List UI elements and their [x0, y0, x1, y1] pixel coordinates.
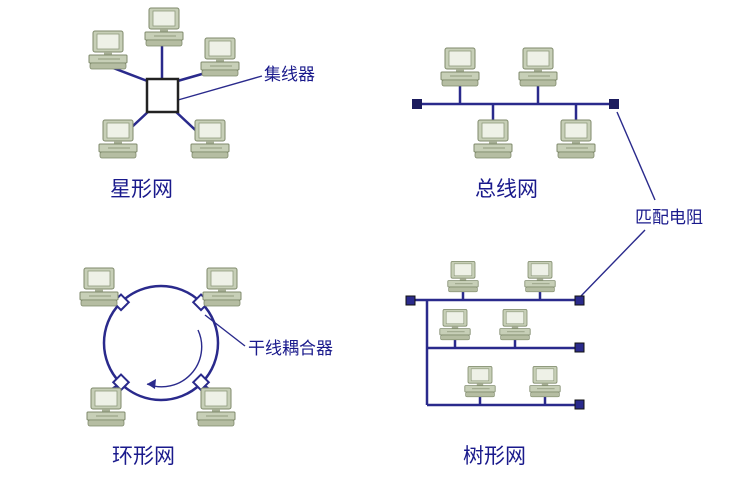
computer-icon: [499, 308, 531, 341]
terminator-label: 匹配电阻: [635, 208, 703, 228]
ring-network-title: 环形网: [112, 444, 175, 468]
computer-icon: [529, 365, 561, 398]
computer-icon: [518, 47, 558, 87]
terminator-icon: [574, 342, 585, 353]
coupler-label: 干线耦合器: [248, 339, 333, 359]
computer-icon: [86, 387, 126, 427]
computer-icon: [447, 260, 479, 293]
computer-icon: [200, 37, 240, 77]
computer-icon: [88, 30, 128, 70]
computer-icon: [556, 119, 596, 159]
hub-pointer: [177, 75, 263, 101]
computer-icon: [190, 119, 230, 159]
star-network-title: 星形网: [110, 177, 173, 201]
ring-direction-arc: [146, 329, 203, 388]
terminator-icon: [574, 399, 585, 410]
terminator-pointer: [616, 111, 656, 201]
terminator-icon: [574, 295, 585, 306]
computer-icon: [464, 365, 496, 398]
terminator-icon: [405, 295, 416, 306]
coupler-pointer: [204, 314, 246, 347]
computer-icon: [439, 308, 471, 341]
coupler-icon: [191, 373, 211, 392]
tree-network: [405, 260, 585, 410]
hub-label: 集线器: [264, 65, 315, 85]
arrow-head-icon: [147, 379, 156, 389]
terminator-icon: [412, 99, 422, 109]
computer-icon: [98, 119, 138, 159]
bus-network: [412, 47, 619, 159]
tree-network-title: 树形网: [463, 444, 526, 468]
computer-icon: [202, 267, 242, 307]
terminator-icon: [609, 99, 619, 109]
bus-network-title: 总线网: [475, 177, 538, 201]
computer-icon: [196, 387, 236, 427]
hub-box: [145, 77, 180, 114]
star-network: [88, 7, 263, 159]
computer-icon: [144, 7, 184, 47]
coupler-icon: [111, 373, 131, 392]
computer-icon: [440, 47, 480, 87]
computer-icon: [79, 267, 119, 307]
computer-icon: [524, 260, 556, 293]
computer-icon: [473, 119, 513, 159]
ring-network: [79, 267, 246, 427]
terminator-pointer: [580, 229, 646, 297]
